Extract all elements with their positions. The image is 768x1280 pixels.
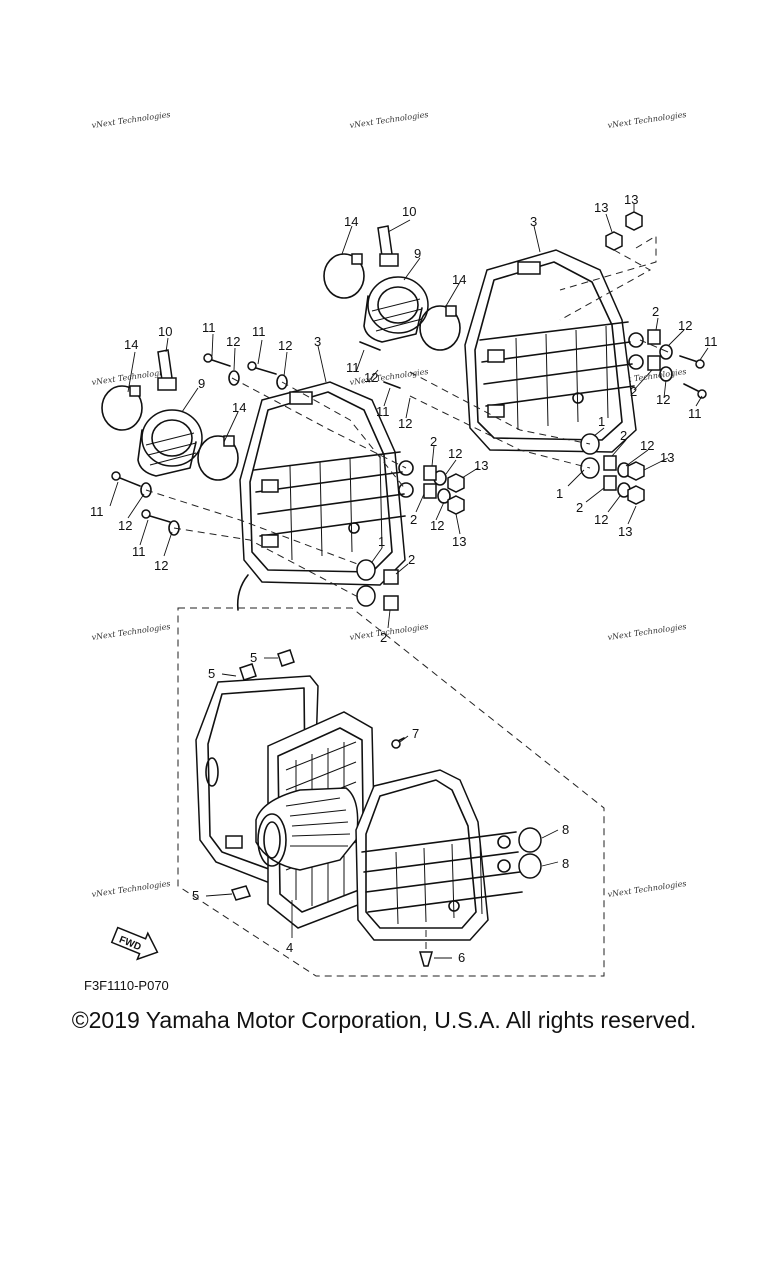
leader-lines (109, 204, 709, 959)
diagram-code: F3F1110-P070 (84, 978, 169, 993)
svg-text:vNext Technologies: vNext Technologies (349, 110, 429, 130)
callout-14: 14 (344, 214, 358, 229)
callout-2: 2 (430, 434, 437, 449)
callout-2: 2 (410, 512, 417, 527)
callout-12: 12 (656, 392, 670, 407)
callout-11: 11 (90, 504, 104, 519)
callout-12: 12 (678, 318, 692, 333)
callout-8: 8 (562, 856, 569, 871)
hose-fittings (157, 225, 399, 391)
svg-text:vNext Technologies: vNext Technologies (91, 879, 171, 899)
callout-11: 11 (202, 320, 216, 335)
svg-text:vNext Technologies: vNext Technologies (607, 879, 687, 899)
callout-2: 2 (576, 500, 583, 515)
callout-6: 6 (458, 950, 465, 965)
callout-11: 11 (688, 406, 702, 421)
callout-11: 11 (252, 324, 266, 339)
callout-9: 9 (414, 246, 421, 261)
callout-2: 2 (620, 428, 627, 443)
callout-13: 13 (474, 458, 488, 473)
callout-1: 1 (556, 486, 563, 501)
fasteners (111, 211, 707, 611)
callout-13: 13 (660, 450, 674, 465)
callout-4: 4 (286, 940, 293, 955)
svg-text:vNext Technologies: vNext Technologies (349, 622, 429, 642)
callout-2: 2 (630, 384, 637, 399)
callout-12: 12 (398, 416, 412, 431)
fwd-arrow-icon: FWD (110, 926, 159, 961)
assembly-lines (145, 235, 669, 599)
callout-5: 5 (250, 650, 257, 665)
exploded-view (177, 607, 605, 977)
callout-12: 12 (594, 512, 608, 527)
joint-boot-left (137, 409, 203, 477)
callout-12: 12 (364, 370, 378, 385)
svg-text:vNext Technologies: vNext Technologies (607, 110, 687, 130)
airbox-left (239, 381, 414, 586)
airbox-right (464, 249, 644, 453)
callout-2: 2 (380, 630, 387, 645)
callout-11: 11 (376, 404, 390, 419)
callout-12: 12 (640, 438, 654, 453)
callout-13: 13 (618, 524, 632, 539)
callout-3: 3 (314, 334, 321, 349)
callout-10: 10 (158, 324, 172, 339)
callout-12: 12 (226, 334, 240, 349)
callout-10: 10 (402, 204, 416, 219)
callout-7: 7 (412, 726, 419, 741)
callout-13: 13 (452, 534, 466, 549)
callout-12: 12 (448, 446, 462, 461)
copyright-notice: ©2019 Yamaha Motor Corporation, U.S.A. A… (71, 1007, 697, 1033)
callout-labels: 14 10 9 14 11 12 11 12 3 11 12 11 12 14 … (90, 192, 718, 965)
callout-13: 13 (624, 192, 638, 207)
callout-5: 5 (192, 888, 199, 903)
callout-14: 14 (232, 400, 246, 415)
svg-text:vNext Technologies: vNext Technologies (607, 622, 687, 642)
callout-2: 2 (408, 552, 415, 567)
callout-12: 12 (118, 518, 132, 533)
callout-13: 13 (594, 200, 608, 215)
hose-clamps (101, 253, 461, 481)
svg-text:vNext Technologies: vNext Technologies (91, 622, 171, 642)
callout-5: 5 (208, 666, 215, 681)
callout-9: 9 (198, 376, 205, 391)
svg-text:vNext Technologies: vNext Technologies (91, 110, 171, 130)
callout-14: 14 (452, 272, 466, 287)
callout-2: 2 (652, 304, 659, 319)
callout-14: 14 (124, 337, 138, 352)
callout-8: 8 (562, 822, 569, 837)
callout-12: 12 (430, 518, 444, 533)
callout-11: 11 (346, 360, 360, 375)
callout-3: 3 (530, 214, 537, 229)
callout-1: 1 (378, 534, 385, 549)
callout-1: 1 (598, 414, 605, 429)
callout-12: 12 (278, 338, 292, 353)
callout-11: 11 (704, 334, 718, 349)
detail-pointer (236, 574, 249, 611)
callout-12: 12 (154, 558, 168, 573)
callout-11: 11 (132, 544, 146, 559)
joint-boot-right (363, 276, 429, 343)
